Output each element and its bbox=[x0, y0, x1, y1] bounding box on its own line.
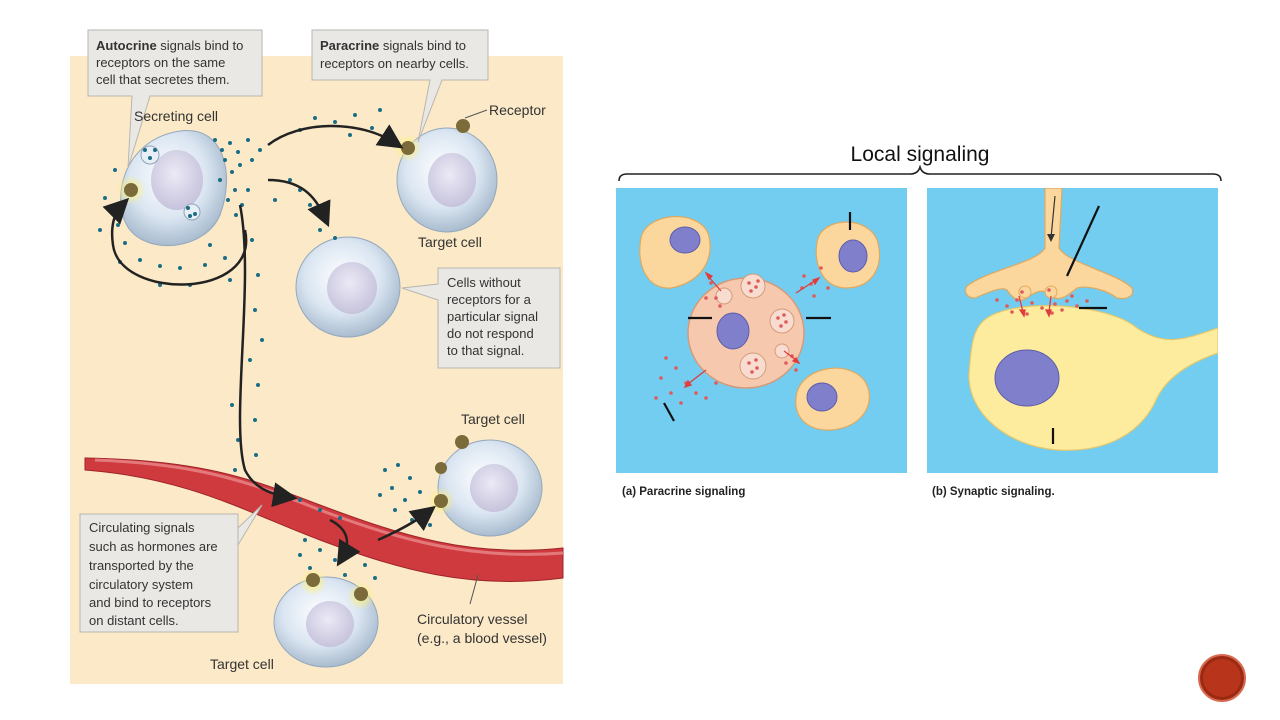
paracrine-receptor-bound bbox=[401, 141, 415, 155]
target-cell-1 bbox=[396, 127, 498, 233]
neighbor-cell-top-left bbox=[639, 215, 711, 289]
panel-a-caption: (a) Paracrine signaling bbox=[622, 486, 746, 498]
receptor-label: Receptor bbox=[489, 102, 546, 118]
signaling-types-figure: Autocrine signals bind to receptors on t… bbox=[70, 29, 564, 684]
cell-without-receptors bbox=[295, 236, 401, 338]
local-signaling-title: Local signaling bbox=[850, 143, 990, 166]
no-receptor-arrow bbox=[267, 178, 331, 228]
postsynaptic-neuron bbox=[968, 305, 1218, 451]
local-signaling-brace bbox=[618, 165, 1222, 182]
panel-b-caption: (b) Synaptic signaling. bbox=[932, 486, 1055, 498]
target-cell-2 bbox=[437, 439, 543, 537]
autocrine-arrow bbox=[102, 197, 248, 286]
neighbor-cell-bottom-right bbox=[795, 367, 870, 431]
autocrine-receptor bbox=[124, 183, 138, 197]
neurotransmitters bbox=[995, 288, 1089, 316]
vessel-exit-arrow-2 bbox=[377, 505, 436, 542]
no-receptor-callout: Cells without receptors for a particular… bbox=[447, 275, 542, 358]
secreting-cell-label: Secreting cell bbox=[134, 108, 218, 124]
vessel-exit-arrow-1 bbox=[329, 518, 361, 567]
autocrine-callout: Autocrine signals bind to receptors on t… bbox=[96, 38, 247, 87]
target-cell-label-3: Target cell bbox=[210, 656, 274, 672]
paracrine-callout: Paracrine signals bind to receptors on n… bbox=[320, 38, 470, 71]
neighbor-cell-top-right bbox=[815, 221, 880, 289]
endocrine-arrow bbox=[238, 204, 298, 508]
receptor-icon bbox=[456, 119, 470, 133]
panel-b-synaptic bbox=[927, 188, 1218, 473]
slide-nav-button[interactable] bbox=[1198, 654, 1246, 702]
secreting-cell-a bbox=[687, 273, 805, 389]
panel-a-paracrine bbox=[616, 188, 907, 473]
circulating-callout: Circulating signals such as hormones are… bbox=[89, 520, 221, 628]
circulatory-vessel bbox=[84, 457, 564, 583]
target-cell-label-1: Target cell bbox=[418, 234, 482, 250]
paracrine-arrow bbox=[267, 124, 404, 149]
vessel-label: Circulatory vessel (e.g., a blood vessel… bbox=[417, 611, 547, 646]
target-cell-label-2: Target cell bbox=[461, 411, 525, 427]
